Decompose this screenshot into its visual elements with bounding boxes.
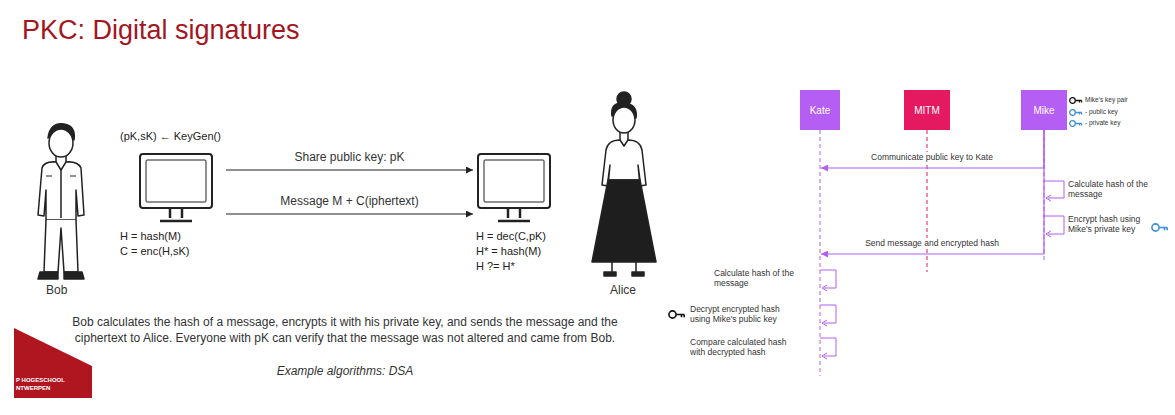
edge-label: Share public key: pK [292,150,406,164]
step-note: Compare calculated hash with decrypted h… [690,337,802,357]
edge-label: Communicate public key to Kate [869,152,995,162]
connector-arrow [821,130,1044,254]
connector-arrow [821,130,1044,168]
step-note: Calculate hash of the message [1068,179,1148,199]
computer-node: H = dec(C,pK)H* = hash(M)H ?= H* [476,150,552,262]
lifeline-box: MITM [904,90,950,130]
bob-figure [38,124,84,279]
formula-text: H* = hash(M) [476,245,541,257]
formula-text: C = enc(H,sK) [120,245,189,257]
connector-arrow [226,213,473,214]
box-label: Kate [807,105,834,116]
formula-text: H ?= H* [476,260,515,272]
caption-text: Bob calculates the hash of a message, en… [62,315,628,346]
formula-text: H = dec(C,pK) [476,230,546,242]
step-note: Encrypt hash using Mike's private key [1068,214,1148,234]
legend-entry: - public key [1085,108,1118,116]
edge-label: Message M + C(iphertext) [278,194,420,208]
computer-monitor [140,154,212,221]
key-icon [1070,110,1082,116]
lifeline-box: Kate [800,90,840,130]
computer-node: (pK,sK) ← KeyGen() H = hash(M) C = enc(H,s… [120,130,223,262]
key-icon [1070,121,1082,127]
lifeline-box: Mike [1021,90,1067,130]
slide-title: PKC: Digital signatures [22,14,300,46]
logo-text: P HOGESCHOOL [16,377,65,384]
lifelines [820,130,1044,376]
self-activity [820,181,1064,359]
formula-text: H = hash(M) [120,230,181,242]
logo-text: NTWERPEN [16,385,50,392]
example-note: Example algorithms: DSA [62,364,628,378]
computer-monitor [478,154,550,221]
key-icon [1070,98,1082,104]
legend-entry: Mike's key pair [1085,96,1128,104]
key-icon [1152,224,1167,231]
box-label: MITM [911,105,943,116]
alice-figure [592,92,656,276]
edge-label: Send message and encrypted hash [863,238,1001,248]
connector-arrow [226,169,473,170]
legend-entry: - private key [1085,119,1120,127]
person-name: Alice [610,283,636,297]
box-label: Mike [1030,105,1057,116]
step-note: Calculate hash of the message [714,268,802,288]
key-icon [669,311,684,318]
formula-text: (pK,sK) ← KeyGen() [120,130,221,142]
step-note: Decrypt encrypted hash using Mike's publ… [690,304,802,324]
person-name: Bob [46,283,67,297]
